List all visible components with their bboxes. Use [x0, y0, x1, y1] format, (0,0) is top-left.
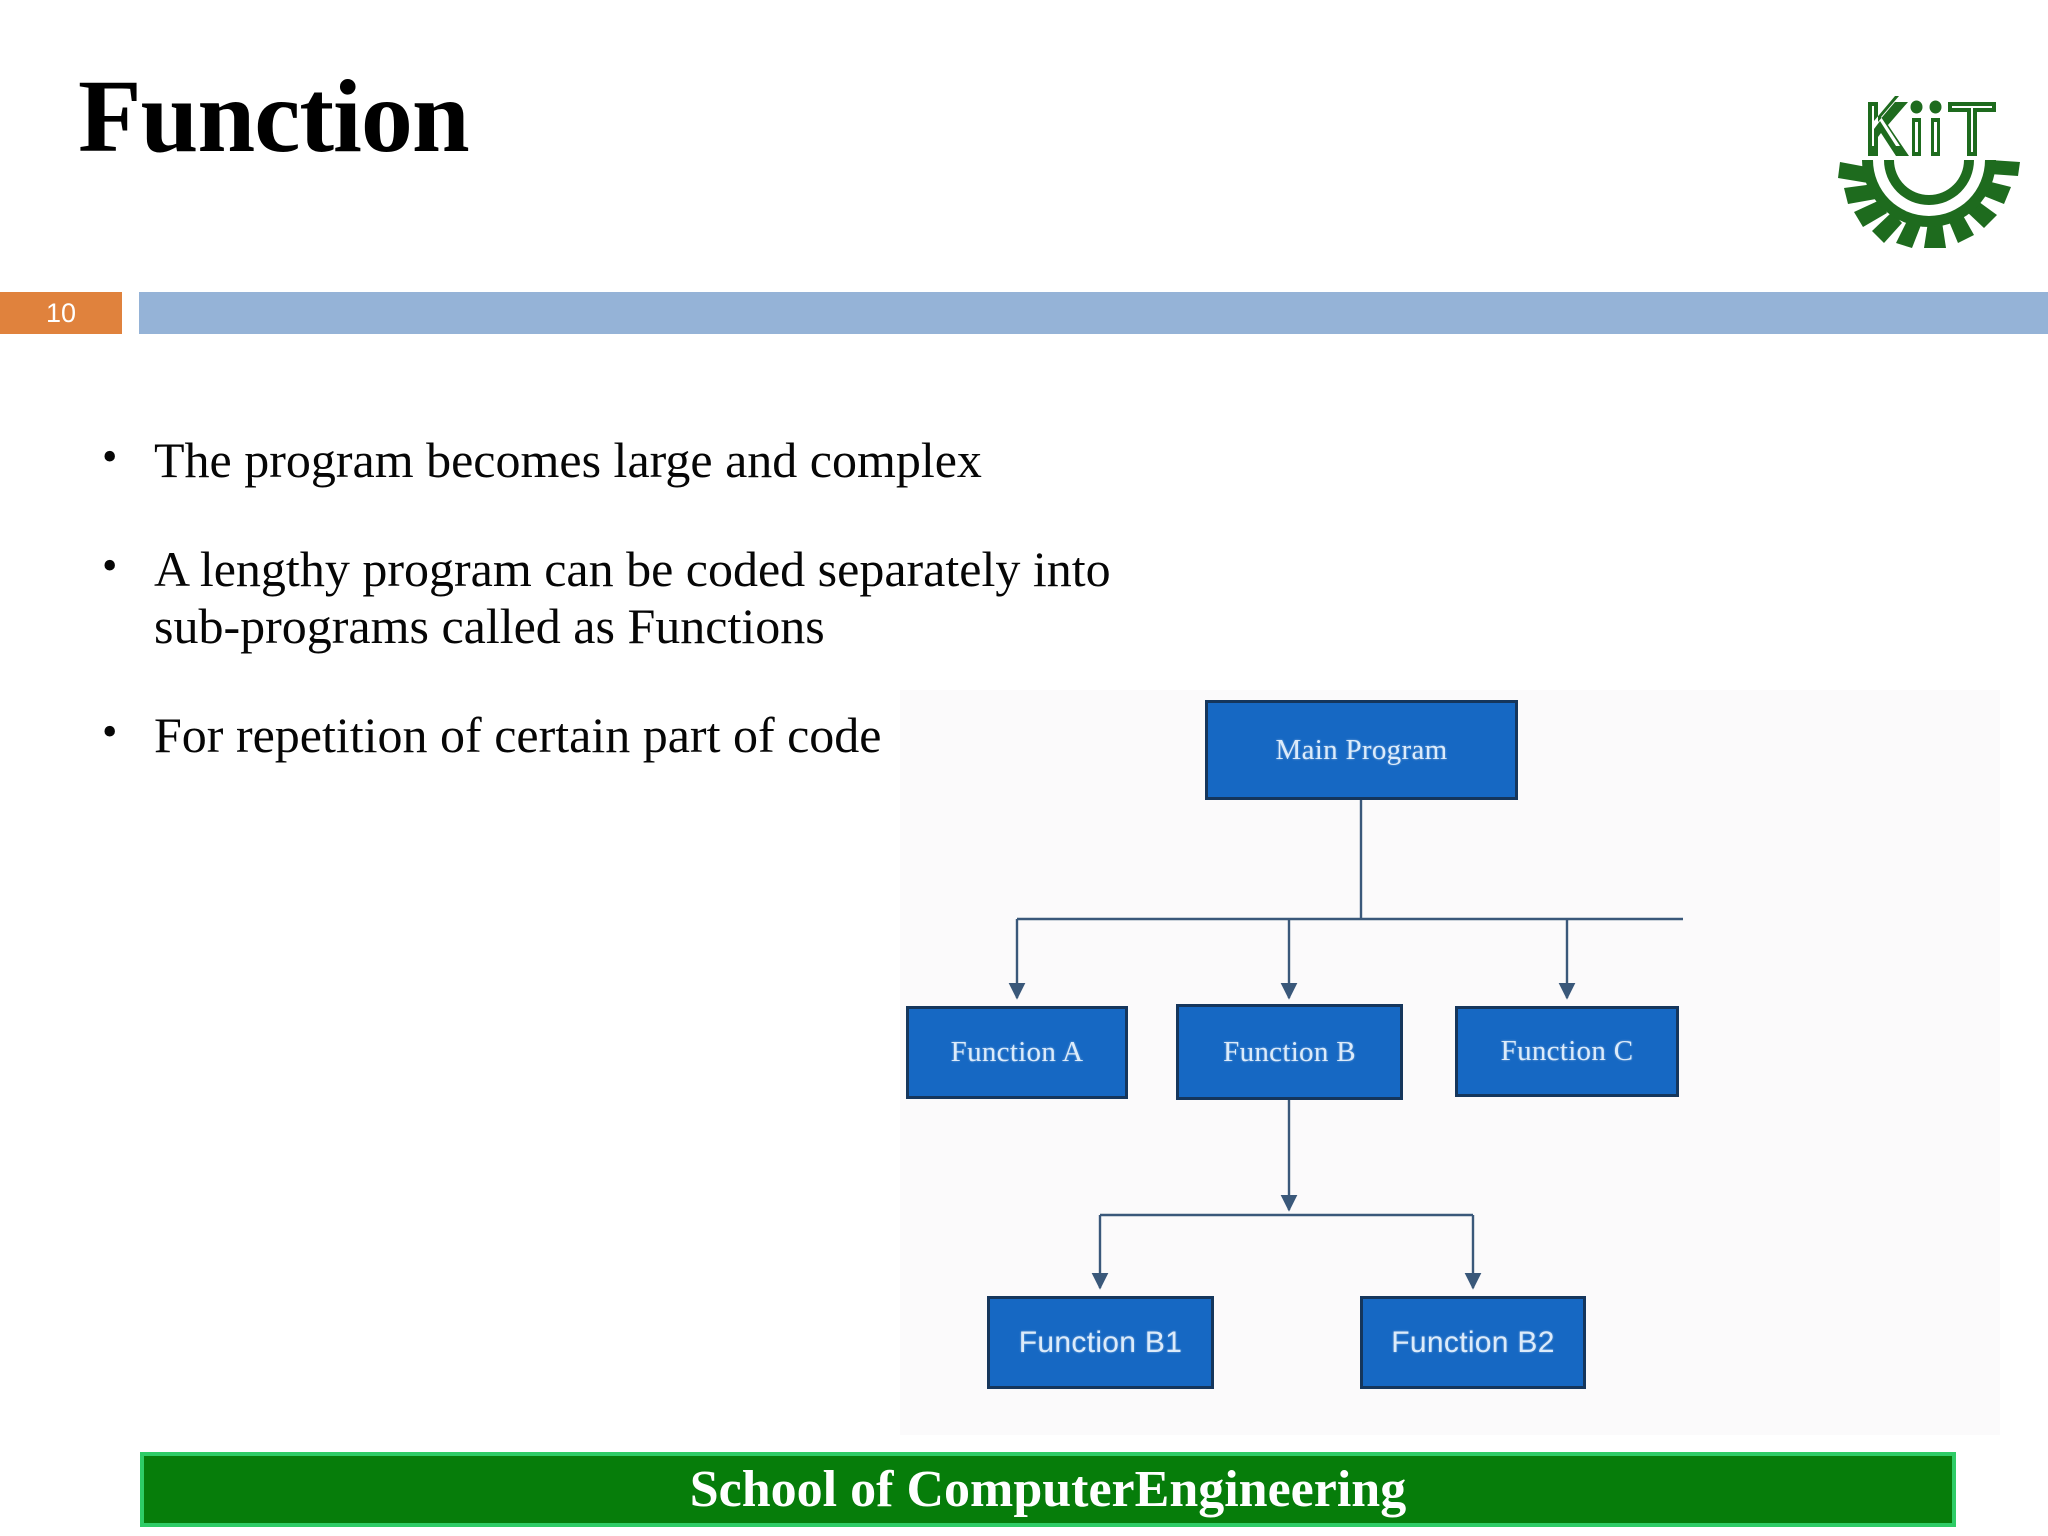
diagram-node-function-c[interactable]: Function C — [1455, 1006, 1679, 1097]
list-item: • A lengthy program can be coded separat… — [96, 541, 1416, 655]
diagram-connectors — [1008, 800, 1683, 1290]
bullet-marker-icon: • — [102, 707, 118, 756]
diagram-node-function-b2[interactable]: Function B2 — [1360, 1296, 1586, 1389]
footer-banner: School of ComputerEngineering — [140, 1452, 1956, 1527]
diagram-node-function-b[interactable]: Function B — [1176, 1004, 1403, 1100]
bullet-line-1: A lengthy program can be coded separatel… — [154, 541, 1111, 597]
bullet-marker-icon: • — [102, 541, 118, 590]
footer-text: School of ComputerEngineering — [689, 1461, 1407, 1518]
list-item: • For repetition of certain part of code — [96, 707, 1416, 764]
bullet-marker-icon: • — [102, 432, 118, 481]
bullet-text: The program becomes large and complex — [154, 432, 1416, 489]
page-title: Function — [78, 59, 470, 174]
bullet-list: • The program becomes large and complex … — [96, 432, 1416, 764]
function-hierarchy-diagram: Main Program Function A Function B Funct… — [900, 690, 2000, 1435]
bullet-line-1: For repetition of certain part of code — [154, 707, 882, 763]
bullet-line-1: The program becomes large and complex — [154, 432, 982, 488]
bullet-text: For repetition of certain part of code — [154, 707, 1416, 764]
bullet-line-2: sub-programs called as Functions — [154, 598, 825, 654]
kiit-logo — [1838, 88, 2020, 248]
diagram-node-function-a[interactable]: Function A — [906, 1006, 1128, 1099]
list-item: • The program becomes large and complex — [96, 432, 1416, 489]
diagram-node-function-b1[interactable]: Function B1 — [987, 1296, 1214, 1389]
diagram-node-main-program[interactable]: Main Program — [1205, 700, 1518, 800]
page-number-badge: 10 — [0, 292, 122, 334]
header-rule-bar — [139, 292, 2048, 334]
bullet-text: A lengthy program can be coded separatel… — [154, 541, 1416, 655]
